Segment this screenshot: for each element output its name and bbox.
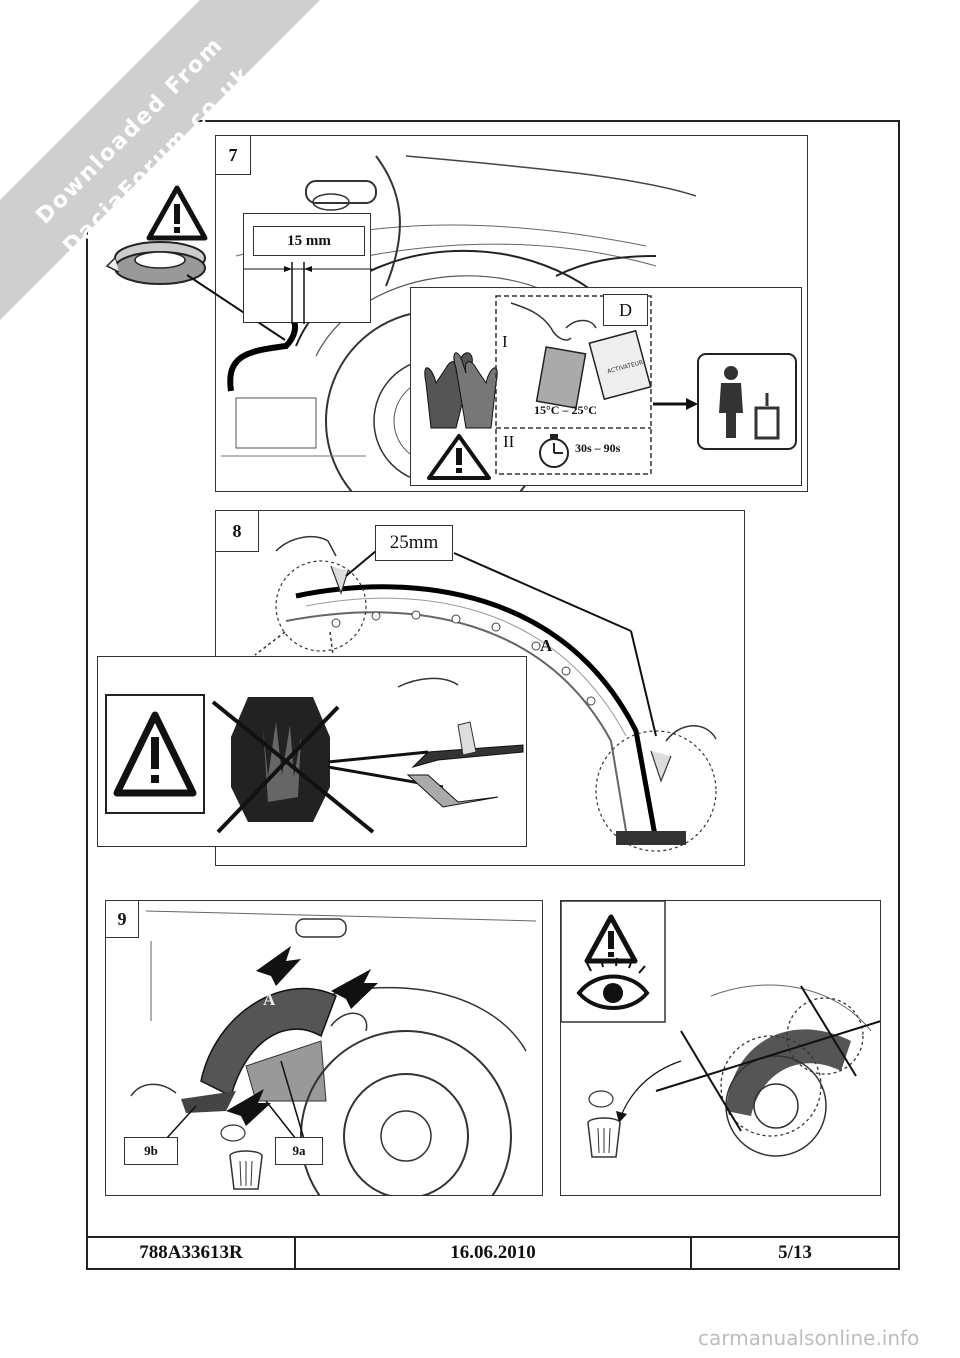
dispose-in-bin-icon [697,353,797,450]
download-watermark-banner: Downloaded From DaciaForum.co.uk [0,0,320,320]
gap-dimension-icon [244,262,372,324]
warning-triangle-icon [427,434,491,480]
pointer-arrow [186,274,286,341]
roman-2-label: II [503,432,515,451]
footer-page: 5/13 [778,1242,812,1263]
waste-bin-icon [587,1117,621,1158]
dashed-arrows [254,631,334,656]
warning-triangle-icon [146,185,208,241]
part-a-label-9: A [263,990,276,1009]
trim-fitting-illustration [130,910,537,1195]
wheel-arch-trim-illustration [275,535,717,852]
tape-roll-icon [105,241,206,285]
do-not-touch-hand-icon [211,697,375,834]
gap-label: 15 mm [253,226,365,256]
part-a-label: A [540,636,553,655]
waste-bin-icon [229,1150,263,1190]
time-label: 30s – 90s [575,441,621,455]
no-touch-illustration [105,677,524,834]
step-8-number: 8 [215,510,259,552]
footer-table: 788A33613R 16.06.2010 5/13 [86,1236,900,1270]
activator-illustration: ACTIVATEUR [424,295,797,480]
warning-triangle-icon [113,711,197,797]
warning-triangle-icon [584,914,638,964]
step-9-inspect-panel [560,900,881,1196]
site-watermark: carmanualsonline.info [698,1326,920,1350]
eye-icon [576,957,650,1010]
roman-1-label: I [502,332,508,351]
length-label: 25mm [375,525,453,561]
label-9b: 9b [124,1137,178,1165]
tape-warning-group [105,185,208,285]
stopwatch-icon [539,434,569,468]
temperature-label: 15°C – 25°C [534,403,597,417]
no-touch-warning-panel [97,656,527,847]
step-9-number: 9 [105,900,139,938]
inspect-illustration [561,901,880,1158]
footer-reference: 788A33613R [88,1238,296,1268]
gloves-icon [424,352,498,429]
step-7-number: 7 [215,135,251,175]
step-9-panel [105,900,543,1196]
letter-d-label: D [603,294,648,326]
footer-date: 16.06.2010 [296,1238,692,1268]
label-9a: 9a [275,1137,323,1165]
